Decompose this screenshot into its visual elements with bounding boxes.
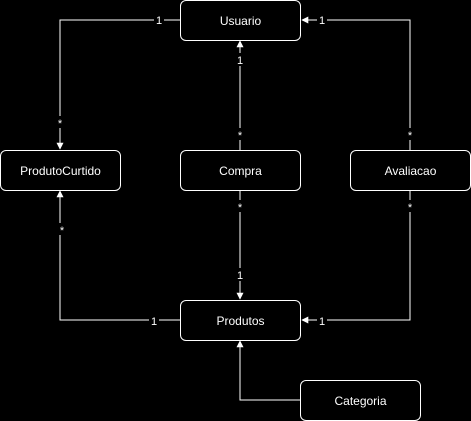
node-avaliacao[interactable]: Avaliacao <box>350 150 471 191</box>
multiplicity-avaliacao-produtos-target: 1 <box>317 314 327 328</box>
svg-text:*: * <box>60 225 65 237</box>
multiplicity-compra-usuario-source: * <box>235 128 245 142</box>
svg-text:*: * <box>238 130 243 142</box>
svg-text:1: 1 <box>151 316 157 328</box>
svg-text:1: 1 <box>237 270 243 282</box>
multiplicity-usuario-produto-curtido-source: 1 <box>154 13 164 27</box>
svg-text:1: 1 <box>319 316 325 328</box>
multiplicity-compra-produtos-source: * <box>235 200 245 214</box>
node-label: Usuario <box>219 13 262 28</box>
node-label: Avaliacao <box>384 163 437 178</box>
svg-text:*: * <box>408 202 413 214</box>
svg-text:*: * <box>238 202 243 214</box>
node-produto-curtido[interactable]: ProdutoCurtido <box>0 150 121 191</box>
multiplicity-usuario-produto-curtido-target: * <box>55 116 65 130</box>
svg-text:1: 1 <box>237 55 243 67</box>
node-produtos[interactable]: Produtos <box>180 300 301 341</box>
edge-produtos-produto-curtido <box>56 190 180 321</box>
edge-usuario-produto-curtido <box>56 19 180 150</box>
edge-avaliacao-usuario <box>301 16 411 150</box>
multiplicity-avaliacao-produtos-source: * <box>405 200 415 214</box>
svg-text:1: 1 <box>156 15 162 27</box>
edge-avaliacao-produtos <box>301 190 411 324</box>
node-label: Produtos <box>216 313 265 328</box>
node-label: Categoria <box>334 393 387 408</box>
edge-categoria-produtos <box>236 340 300 401</box>
node-label: ProdutoCurtido <box>20 163 101 178</box>
node-compra[interactable]: Compra <box>180 150 301 191</box>
multiplicity-avaliacao-usuario-target: 1 <box>317 13 327 27</box>
node-label: Compra <box>219 163 262 178</box>
multiplicity-compra-produtos-target: 1 <box>235 268 245 282</box>
svg-text:*: * <box>58 118 63 130</box>
svg-text:*: * <box>408 130 413 142</box>
node-usuario[interactable]: Usuario <box>180 0 301 41</box>
multiplicity-produtos-produto-curtido-target: * <box>57 223 67 237</box>
multiplicity-avaliacao-usuario-source: * <box>405 128 415 142</box>
node-categoria[interactable]: Categoria <box>300 380 421 421</box>
svg-text:1: 1 <box>319 15 325 27</box>
multiplicity-produtos-produto-curtido-source: 1 <box>149 314 159 328</box>
multiplicity-compra-usuario-target: 1 <box>235 53 245 67</box>
